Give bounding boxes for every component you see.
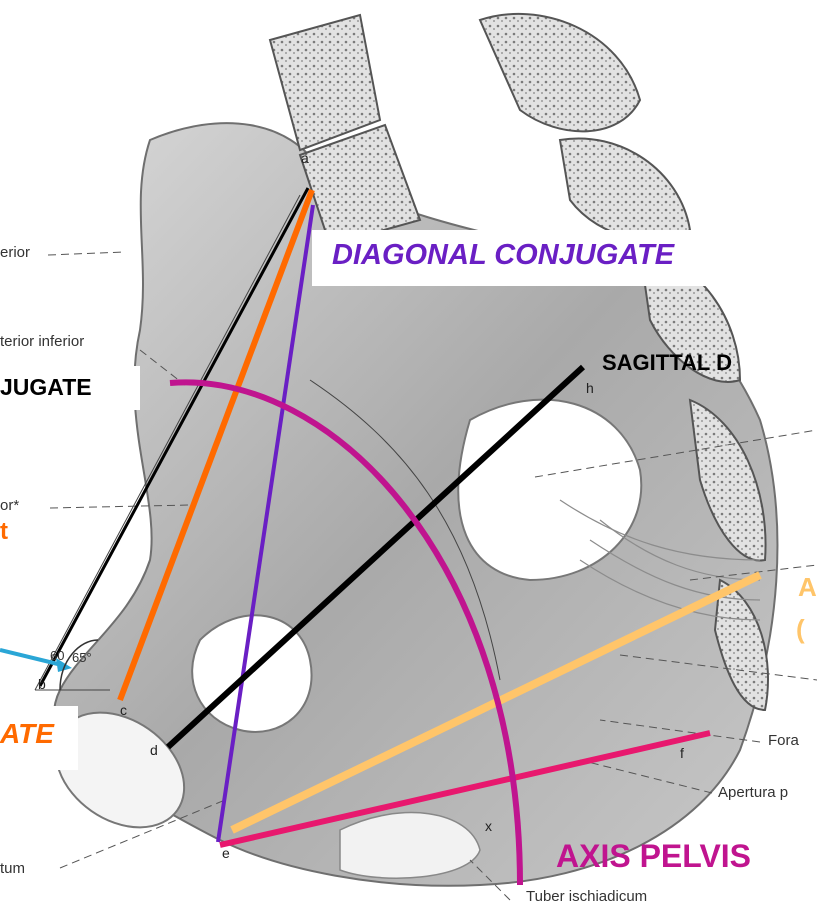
label-foramen: Fora xyxy=(768,732,799,749)
point-b: b xyxy=(38,676,46,692)
orange-conjugate-box: ATE xyxy=(0,706,78,770)
label-tuber-ischiadicum: Tuber ischiadicum xyxy=(526,888,647,905)
conjugate-label: JUGATE xyxy=(0,374,92,401)
label-or: or* xyxy=(0,497,19,514)
label-apertura: Apertura p xyxy=(718,784,788,801)
yellow-a-label: A xyxy=(798,572,817,603)
yellow-paren-label: ( xyxy=(796,614,805,645)
label-erior: erior xyxy=(0,244,30,261)
angle-label-right: 65° xyxy=(72,650,92,665)
point-f: f xyxy=(680,745,684,761)
orange-t-label: t xyxy=(0,518,8,546)
point-d: d xyxy=(150,742,158,758)
axis-pelvis-label: AXIS PELVIS xyxy=(556,838,751,875)
point-c: c xyxy=(120,702,127,718)
diagonal-conjugate-label: DIAGONAL CONJUGATE xyxy=(332,239,674,272)
label-tum: tum xyxy=(0,860,25,877)
point-x: x xyxy=(485,818,492,834)
point-a: a xyxy=(301,150,309,166)
label-anterior-inferior: terior inferior xyxy=(0,333,84,350)
point-e: e xyxy=(222,845,230,861)
point-h: h xyxy=(586,380,594,396)
conjugate-box: JUGATE xyxy=(0,366,140,410)
orange-conjugate-label: ATE xyxy=(0,718,54,750)
diagonal-conjugate-box: DIAGONAL CONJUGATE xyxy=(312,230,817,286)
sagittal-label: SAGITTAL D xyxy=(602,350,732,376)
angle-label-left: 60 xyxy=(50,648,64,663)
